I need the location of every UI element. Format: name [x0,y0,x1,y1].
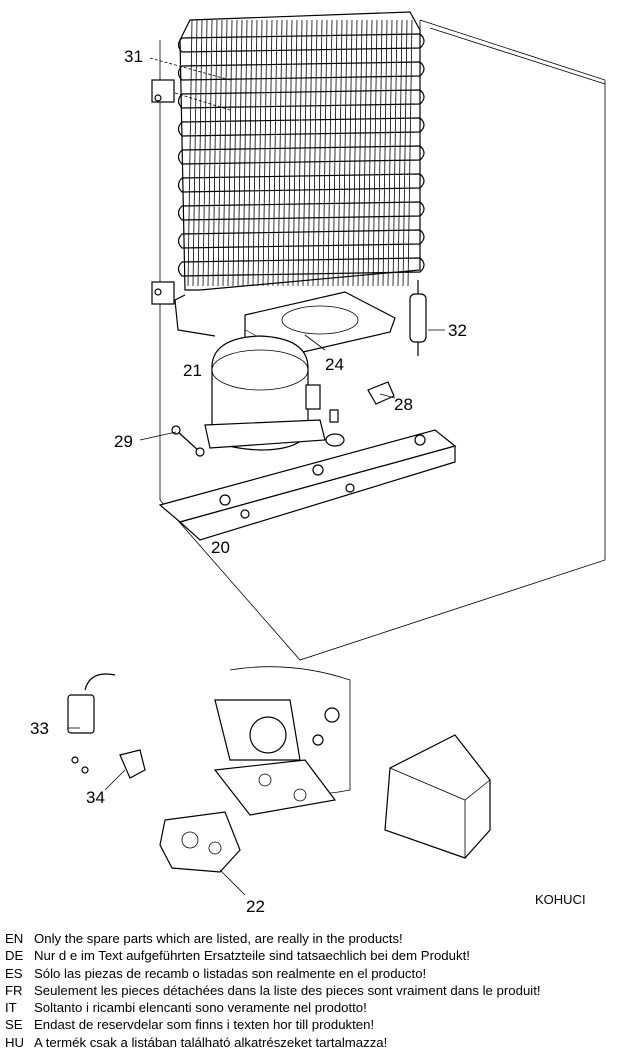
starting-capacitor [67,673,116,774]
bracket-part [171,425,205,457]
callout-20: 20 [211,538,230,557]
compressor-base-rails [158,429,457,541]
note-lang: IT [5,1000,17,1016]
note-lang: SE [5,1017,23,1033]
clip-part [367,381,395,405]
note-text: Nur d e im Text aufgeführten Ersatzteile… [34,948,470,964]
callout-24: 24 [325,355,344,374]
callout-21: 21 [183,361,202,380]
drawing-code: KOHUCI [535,892,586,907]
note-text: Only the spare parts which are listed, a… [34,931,403,946]
callout-32: 32 [448,321,467,340]
compressor-detail-view [213,666,351,816]
callout-33: 33 [30,719,49,738]
note-lang: FR [5,982,23,998]
note-es: ES Sólo las piezas de recamb o listadas … [5,965,635,982]
relay-cover-box [384,734,491,859]
note-text: A termék csak a listában található alkat… [34,1034,388,1050]
note-se: SE Endast de reservdelar som finns i tex… [5,1016,635,1033]
compressor [204,335,326,451]
note-text: Soltanto i ricambi elencanti sono verame… [34,1000,367,1016]
disclaimer-notes: EN Only the spare parts which are listed… [5,930,635,1051]
note-lang: ES [5,965,23,981]
thermostat [159,811,241,873]
callout-28: 28 [394,395,413,414]
note-hu: HU A termék csak a listában található al… [5,1034,635,1051]
note-fr: FR Seulement les pieces détachées dans l… [5,982,635,999]
rubber-grommet [325,409,345,447]
callout-31: 31 [124,47,143,66]
note-text: Seulement les pieces détachées dans la l… [34,982,541,998]
start-relay [119,749,146,779]
condenser-coil [151,11,425,337]
note-en: EN Only the spare parts which are listed… [5,930,635,947]
exploded-parts-diagram: 31 32 24 21 28 29 20 33 34 22 KOHUCI [30,11,606,916]
callout-34: 34 [86,788,105,807]
note-lang: HU [5,1034,25,1050]
filter-drier [409,280,427,356]
note-text: Endast de reservdelar som finns i texten… [34,1017,375,1033]
note-de: DE Nur d e im Text aufgeführten Ersatzte… [5,947,635,964]
cabinet-outline [159,19,606,661]
callout-22: 22 [246,897,265,916]
note-lang: EN [5,931,24,946]
leader-lines [68,57,445,896]
note-it: IT Soltanto i ricambi elencanti sono ver… [5,999,635,1016]
note-lang: DE [5,948,24,964]
note-text: Sólo las piezas de recamb o listadas son… [34,965,427,981]
callout-29: 29 [114,432,133,451]
